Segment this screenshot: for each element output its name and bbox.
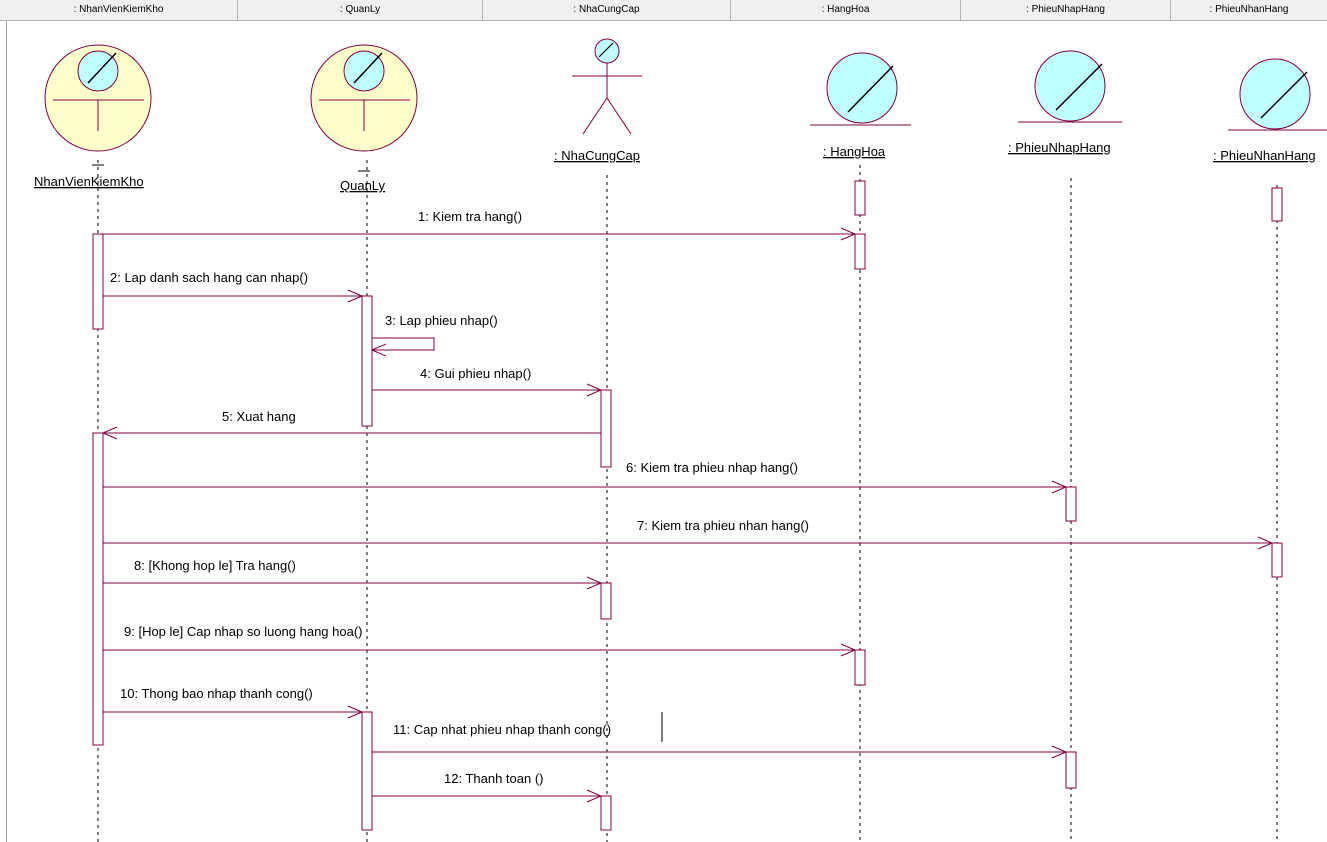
activation-phieunhan-0 [1271, 187, 1283, 222]
message-label-1[interactable]: 1: Kiem tra hang() [418, 209, 522, 224]
activation-nhacungcap-1 [600, 389, 612, 468]
activation-hanghoa-0 [854, 180, 866, 216]
object-name-hanghoa[interactable]: : HangHoa [823, 144, 886, 159]
object-name-phieunhap[interactable]: : PhieuNhapHang [1008, 140, 1111, 155]
activation-nhacungcap-3 [600, 795, 612, 831]
activation-nhanvien-2 [92, 432, 104, 746]
left-gutter [0, 21, 6, 842]
activation-quanly-1 [361, 295, 373, 427]
message-label-12[interactable]: 12: Thanh toan () [444, 771, 544, 786]
message-labels: 1: Kiem tra hang() 2: Lap danh sach hang… [110, 209, 809, 786]
activation-nhacungcap-2 [600, 582, 612, 620]
message-label-10[interactable]: 10: Thong bao nhap thanh cong() [120, 686, 313, 701]
object-quanly-icon[interactable] [310, 44, 418, 172]
object-labels: NhanVienKiemKho QuanLy : NhaCungCap : Ha… [34, 140, 1316, 193]
header-col-quanly[interactable]: : QuanLy [238, 0, 483, 20]
object-nhanvien-icon[interactable] [44, 44, 152, 166]
activation-quanly-2 [361, 711, 373, 831]
header-col-hanghoa[interactable]: : HangHoa [731, 0, 961, 20]
activation-nhanvien-1 [92, 233, 104, 330]
header-col-nhanvienkiemkho[interactable]: : NhanVienKiemKho [0, 0, 238, 20]
message-label-7[interactable]: 7: Kiem tra phieu nhan hang() [637, 518, 809, 533]
object-name-nhacungcap[interactable]: : NhaCungCap [554, 148, 640, 163]
message-label-5[interactable]: 5: Xuat hang [222, 409, 296, 424]
object-hanghoa-entity-icon[interactable] [810, 52, 911, 126]
message-arrows [101, 227, 1274, 803]
message-label-11[interactable]: 11: Cap nhat phieu nhap thanh cong() [393, 722, 611, 737]
diagram-canvas [6, 21, 1327, 842]
activation-bars [92, 180, 1283, 831]
lifelines [97, 160, 1278, 842]
header-col-nhacungcap[interactable]: : NhaCungCap [483, 0, 731, 20]
object-name-nhanvien[interactable]: NhanVienKiemKho [34, 174, 144, 189]
header-col-phieunhaphang[interactable]: : PhieuNhapHang [961, 0, 1171, 20]
object-nhacungcap-actor-icon[interactable] [572, 38, 642, 135]
message-label-3[interactable]: 3: Lap phieu nhap() [385, 313, 498, 328]
message-label-2[interactable]: 2: Lap danh sach hang can nhap() [110, 270, 308, 285]
activation-hanghoa-1 [854, 233, 866, 270]
object-name-phieunhan[interactable]: : PhieuNhanHang [1213, 148, 1316, 163]
message-label-8[interactable]: 8: [Khong hop le] Tra hang() [134, 558, 296, 573]
column-header-bar: : NhanVienKiemKho : QuanLy : NhaCungCap … [0, 0, 1327, 21]
header-col-phieunhanhang[interactable]: : PhieuNhanHang [1209, 4, 1289, 15]
activation-phieunhap-1 [1065, 486, 1077, 522]
arrow-m3 [372, 337, 435, 351]
object-phieunhan-entity-icon[interactable] [1228, 58, 1327, 131]
object-name-quanly[interactable]: QuanLy [340, 178, 386, 193]
activation-hanghoa-2 [854, 649, 866, 686]
message-label-4[interactable]: 4: Gui phieu nhap() [420, 366, 531, 381]
activation-phieunhap-2 [1065, 751, 1077, 789]
object-phieunhap-entity-icon[interactable] [1018, 50, 1122, 123]
message-label-9[interactable]: 9: [Hop le] Cap nhap so luong hang hoa() [124, 624, 363, 639]
activation-phieunhan-1 [1271, 542, 1283, 578]
message-label-6[interactable]: 6: Kiem tra phieu nhap hang() [626, 460, 798, 475]
